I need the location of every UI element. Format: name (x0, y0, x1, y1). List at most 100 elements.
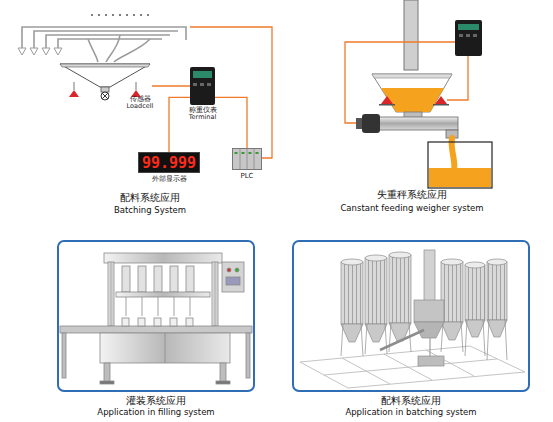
plc-led (235, 152, 238, 154)
continuation-dots (98, 14, 100, 16)
weighing-terminal (459, 34, 463, 37)
plc-label: PLC (227, 172, 267, 180)
caption-zh: 灌装系统应用 (37, 396, 275, 407)
continuation-dots (147, 14, 149, 16)
screw-conveyor (362, 114, 380, 133)
feed-pipes (22, 27, 186, 50)
signal-wire (345, 42, 468, 123)
feed-pipes (88, 39, 98, 62)
storage-silo (487, 259, 507, 265)
filling-machine (190, 297, 191, 316)
caption-zh: 失重秤系统应用 (332, 190, 492, 201)
feeder-hopper (381, 88, 444, 112)
continuation-dots (133, 14, 135, 16)
storage-silo (389, 323, 391, 352)
feed-pipe-vertical (404, 0, 418, 70)
feeder-hopper (372, 74, 452, 118)
storage-silo (341, 262, 363, 324)
pipe-arrows (42, 48, 50, 55)
screw-conveyor (378, 117, 458, 130)
storage-silo (341, 324, 343, 356)
filling-machine (138, 266, 146, 292)
continuation-dots (112, 14, 114, 16)
mixing-tower (414, 300, 444, 322)
screw-conveyor (356, 114, 458, 138)
weighing-terminal: 称重仪表 Terminal (190, 67, 215, 105)
discharge-valve (101, 92, 109, 100)
storage-silo (487, 320, 489, 360)
pipe-arrows (54, 48, 62, 55)
storage-silo (465, 262, 485, 268)
filling-machine (174, 297, 175, 316)
storage-silo (465, 265, 485, 320)
storage-silo (341, 324, 363, 342)
storage-silo (361, 324, 363, 356)
storage-silo (483, 320, 485, 356)
filling-machine (246, 333, 250, 378)
continuation-dots (91, 14, 93, 16)
filling-machine (104, 363, 110, 383)
terminal-button (207, 83, 211, 86)
caption-zh: 配料系统应用 (282, 396, 540, 407)
hopper-loadcell: 传感器 Loadcell (58, 60, 152, 102)
loadcell-symbol (381, 96, 393, 104)
discharge-valve (102, 93, 108, 99)
filling-machine (186, 318, 193, 326)
feed-pipes (58, 39, 162, 50)
loadcell-symbol (379, 104, 395, 106)
receiving-container (428, 142, 492, 188)
storage-silo (441, 259, 463, 265)
continuation-dots (126, 14, 128, 16)
feed-pipe-vertical (404, 0, 418, 70)
storage-silo (389, 252, 411, 258)
plc-module (247, 149, 248, 169)
storage-silo (365, 324, 387, 342)
plc-module (254, 149, 255, 169)
caption-en: Batching System (80, 206, 220, 216)
plc-outline (232, 148, 262, 170)
filling-machine (100, 333, 230, 363)
pipe-arrows (30, 48, 38, 55)
pipe-arrows (18, 48, 26, 55)
plc-led (242, 152, 245, 154)
loadcell-label: 传感器 Loadcell (124, 96, 156, 111)
weighing-terminal (455, 20, 482, 56)
loadcell-symbol (433, 104, 449, 106)
signal-wire (215, 97, 247, 148)
plc-led (256, 152, 259, 154)
filling-machine (116, 292, 210, 297)
terminal-button (200, 83, 204, 86)
material-flow (452, 138, 455, 170)
weighing-terminal (473, 34, 477, 37)
storage-silo (441, 322, 463, 340)
hopper-outlet (101, 87, 109, 92)
filling-machine (60, 326, 252, 333)
loadcell-mount (74, 82, 75, 90)
mixing-tower (414, 322, 444, 338)
filling-machine (62, 333, 66, 378)
filling-machine (138, 318, 145, 326)
filling-machine (165, 333, 166, 363)
filling-machine (170, 266, 178, 292)
storage-silo (487, 262, 507, 320)
feed-pipes (114, 39, 150, 62)
receiving-container (428, 142, 492, 188)
signal-wire (169, 97, 190, 152)
caption-en: Application in batching system (282, 408, 540, 418)
storage-silo (365, 255, 387, 261)
loadcell-symbol (435, 96, 447, 104)
loadcell-symbol (379, 96, 449, 106)
filling-machine (226, 277, 240, 285)
storage-silo (461, 322, 463, 352)
feeder-hopper (372, 74, 452, 112)
continuation-dots (119, 14, 121, 16)
continuation-dots (105, 14, 107, 16)
terminal-button (193, 83, 197, 86)
filling-machine (220, 363, 226, 383)
terminal-label: 称重仪表 Terminal (184, 107, 221, 122)
mixing-tower (418, 356, 444, 366)
display-label: 外部显示器 (134, 176, 204, 183)
filling-machine (122, 318, 129, 326)
terminal-screen (193, 71, 212, 78)
